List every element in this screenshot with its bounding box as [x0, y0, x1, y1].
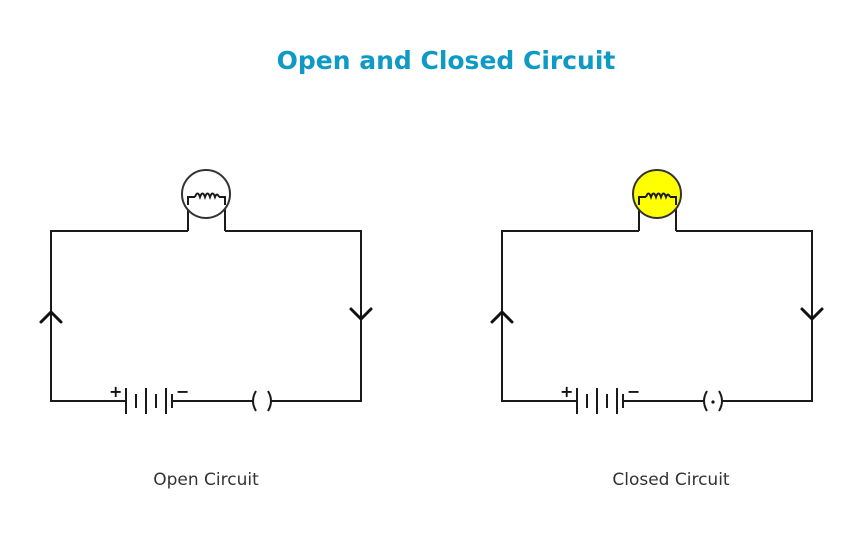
battery: + −	[109, 382, 189, 414]
switch-open	[252, 390, 272, 412]
battery-minus-sign: −	[176, 382, 189, 401]
wire-loop-open	[50, 230, 362, 402]
caption-open-circuit: Open Circuit	[153, 470, 259, 490]
battery-plus-sign: +	[109, 382, 122, 401]
current-arrow-up	[39, 310, 63, 324]
current-arrow-up	[490, 310, 514, 324]
caption-closed-circuit: Closed Circuit	[612, 470, 730, 490]
battery-minus-sign: −	[627, 382, 640, 401]
battery-plus-sign: +	[560, 382, 573, 401]
diagram-title: Open and Closed Circuit	[276, 46, 616, 75]
switch-closed	[703, 390, 723, 412]
current-arrow-down	[349, 307, 373, 321]
current-arrow-down	[800, 307, 824, 321]
open-circuit: + −	[39, 169, 373, 414]
wire-loop-closed	[501, 230, 813, 402]
bulb-off	[181, 169, 231, 219]
bulb-on	[632, 169, 682, 219]
battery: + −	[560, 382, 640, 414]
switch-contact-dot	[711, 400, 715, 404]
closed-circuit: + −	[490, 169, 824, 414]
